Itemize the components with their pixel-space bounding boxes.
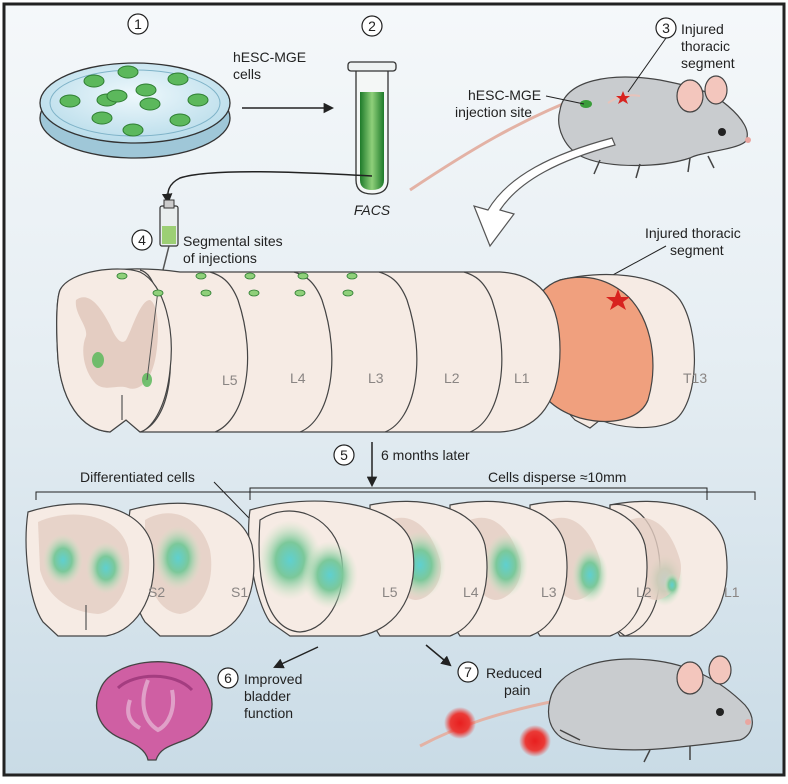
pain-label-1: Reduced bbox=[486, 665, 542, 681]
step-4-number: 4 bbox=[138, 232, 146, 248]
bottom-seg-L5: L5 bbox=[382, 584, 398, 600]
arrow-to-pain bbox=[425, 644, 452, 667]
pain-label-2: pain bbox=[504, 682, 530, 698]
bladder-label-1: Improved bbox=[244, 671, 302, 687]
bottom-seg-L2: L2 bbox=[636, 584, 652, 600]
step-5-number: 5 bbox=[340, 447, 348, 463]
top-seg-L4: L4 bbox=[290, 370, 306, 386]
bladder-label-3: function bbox=[244, 705, 293, 721]
disperse-label: Cells disperse ≈10mm bbox=[488, 469, 626, 485]
injured2-label-2: segment bbox=[670, 242, 724, 258]
facs-label: FACS bbox=[354, 202, 391, 218]
facs-tube bbox=[347, 61, 397, 195]
later-label: 6 months later bbox=[381, 447, 470, 463]
cells-label-1: hESC-MGE bbox=[233, 49, 306, 65]
bottom-seg-S2: S2 bbox=[148, 584, 165, 600]
top-seg-L2: L2 bbox=[444, 370, 460, 386]
injured-label-1: Injured bbox=[681, 21, 724, 37]
top-seg-L1: L1 bbox=[514, 370, 530, 386]
step-1-badge bbox=[127, 13, 149, 35]
step-1-number: 1 bbox=[134, 16, 142, 32]
bottom-seg-L4: L4 bbox=[463, 584, 479, 600]
top-spinal-cord bbox=[56, 268, 695, 433]
differentiated-label: Differentiated cells bbox=[80, 469, 195, 485]
bottom-seg-L3: L3 bbox=[541, 584, 557, 600]
step-2-number: 2 bbox=[368, 18, 376, 34]
bottom-seg-L1: L1 bbox=[724, 584, 740, 600]
bottom-seg-S1: S1 bbox=[231, 584, 248, 600]
step-3-number: 3 bbox=[662, 20, 670, 36]
bracket-right bbox=[249, 487, 708, 500]
seg-sites-label-2: of injections bbox=[183, 250, 257, 266]
bottom-spinal-cord bbox=[25, 500, 728, 637]
site-label-1: hESC-MGE bbox=[468, 87, 541, 103]
seg-sites-label-1: Segmental sites bbox=[183, 233, 283, 249]
step-2-badge bbox=[361, 15, 383, 37]
step-4-badge bbox=[131, 229, 153, 251]
site-pointer bbox=[545, 95, 585, 105]
step-6-number: 6 bbox=[224, 670, 232, 686]
top-seg-T13: T13 bbox=[683, 370, 707, 386]
step-7-number: 7 bbox=[464, 664, 472, 680]
top-seg-L3: L3 bbox=[368, 370, 384, 386]
mouse-bottom bbox=[419, 655, 753, 763]
site-label-2: injection site bbox=[455, 104, 532, 120]
injured-pointer bbox=[627, 37, 667, 93]
step-7-badge bbox=[457, 661, 479, 683]
injured-label-2: thoracic bbox=[681, 38, 730, 54]
zoom-arrow bbox=[472, 137, 616, 248]
petri-dish bbox=[39, 62, 231, 159]
injured2-label-1: Injured thoracic bbox=[645, 225, 741, 241]
arrow-tube-to-syringe bbox=[161, 171, 373, 205]
bracket-left bbox=[35, 491, 756, 500]
bladder-label-2: bladder bbox=[244, 688, 291, 704]
syringe bbox=[157, 199, 179, 291]
bladder bbox=[96, 661, 213, 761]
cells-label-2: cells bbox=[233, 66, 261, 82]
step-6-badge bbox=[217, 667, 239, 689]
top-seg-L5: L5 bbox=[222, 372, 238, 388]
step-5-badge bbox=[333, 444, 355, 466]
arrow-to-bladder bbox=[273, 646, 319, 669]
injured-label-3: segment bbox=[681, 55, 735, 71]
